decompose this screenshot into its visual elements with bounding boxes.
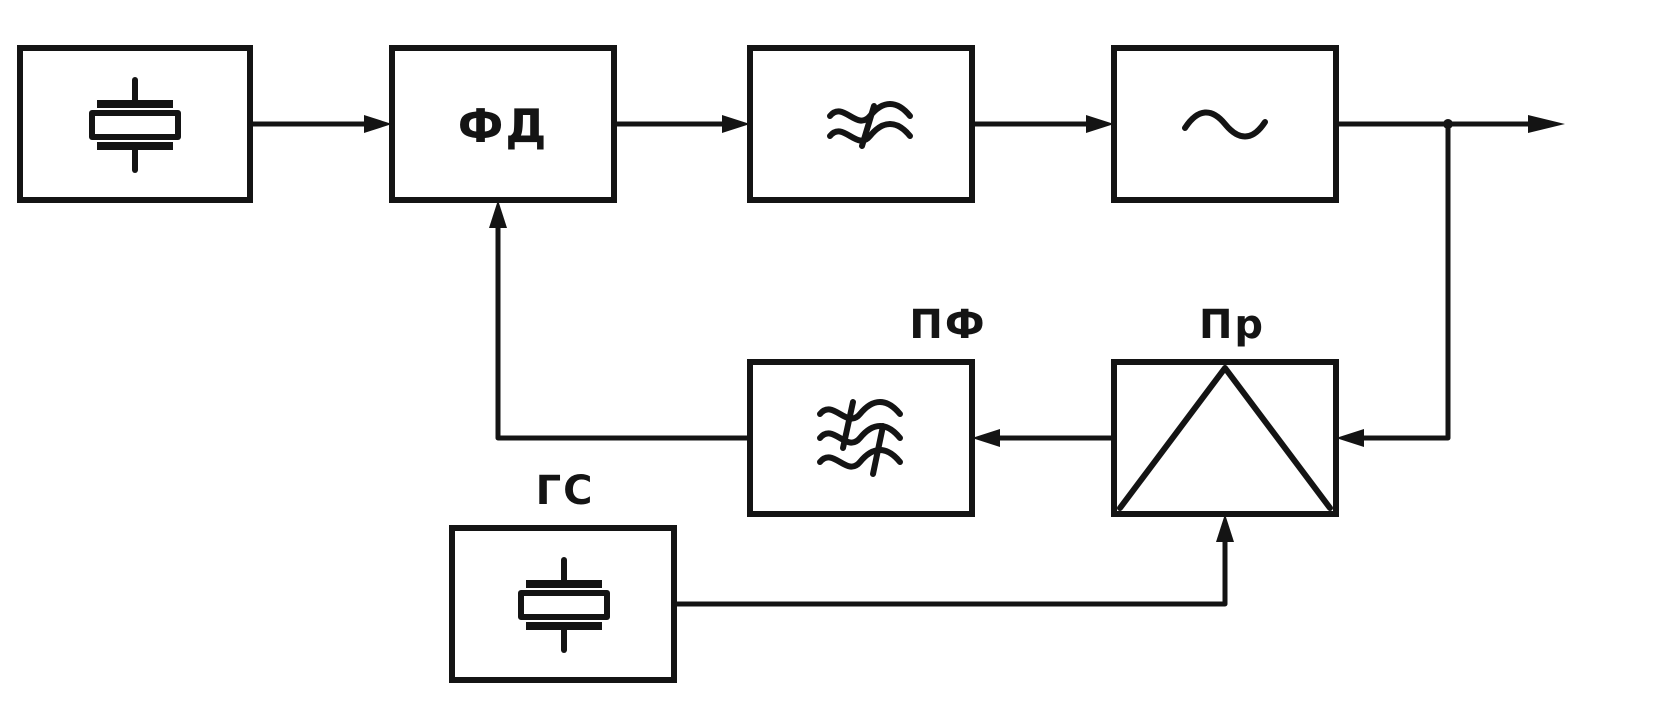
lowpass-filter-icon (827, 101, 913, 149)
ref-oscillator-box (17, 45, 253, 203)
arrowhead (1216, 514, 1234, 542)
sine-wave-icon (1182, 109, 1268, 140)
phase-detector-box (389, 45, 617, 203)
loop-filter-box (747, 45, 975, 203)
bandpass-filter-icon (817, 399, 903, 477)
quartz-crystal-icon (89, 77, 181, 173)
arrowhead (1336, 429, 1364, 447)
phase-detector-label: ФД (458, 99, 549, 153)
arrowhead (722, 115, 750, 133)
signal-generator-label: ГС (536, 468, 595, 514)
output-arrowhead (1528, 115, 1565, 133)
converter-block: Пр (1111, 302, 1339, 517)
wire-gen-to-converter (671, 537, 1228, 607)
triangle-mixer-icon (1117, 365, 1333, 511)
wire-bpf-to-pd (495, 223, 753, 441)
bandpass-filter-label: ПФ (909, 302, 986, 348)
connections (247, 115, 1565, 607)
wire-feedback-to-converter (1359, 121, 1451, 441)
converter-label: Пр (1199, 302, 1265, 348)
vco-block (1111, 45, 1339, 203)
quartz-crystal-icon (518, 557, 610, 653)
signal-generator-box (449, 525, 677, 683)
ref-oscillator-block (17, 45, 253, 203)
arrowhead (489, 200, 507, 228)
bandpass-filter-block: ПФ (747, 302, 986, 517)
signal-generator-block: ГС (449, 468, 677, 683)
loop-filter-block (747, 45, 975, 203)
arrowhead (364, 115, 392, 133)
phase-detector-block: ФД (389, 45, 617, 203)
arrowhead (1086, 115, 1114, 133)
converter-box (1111, 359, 1339, 517)
arrowhead (972, 429, 1000, 447)
